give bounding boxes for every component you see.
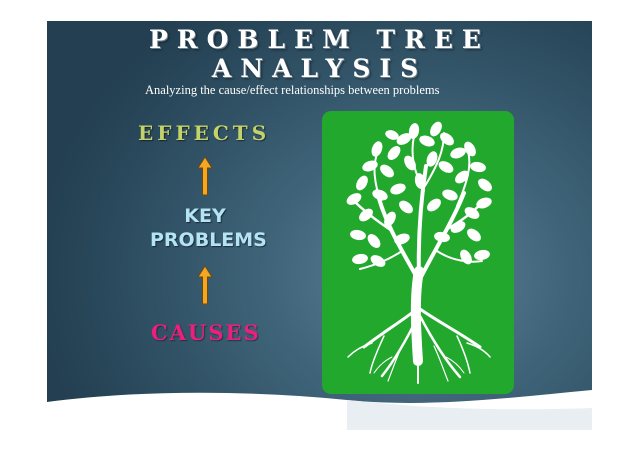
tree-image-panel (322, 111, 514, 394)
title-line-2: ANALYSIS (211, 54, 428, 83)
slide: PROBLEM TREE ANALYSIS Analyzing the caus… (47, 21, 592, 430)
slide-title: PROBLEM TREE ANALYSIS (47, 25, 592, 83)
causes-label: CAUSES (151, 320, 261, 345)
title-line-1: PROBLEM TREE (149, 25, 490, 54)
slide-subtitle: Analyzing the cause/effect relationships… (145, 83, 440, 97)
tree-with-roots-icon (346, 121, 492, 384)
key-problems-label: KEY PROBLEMS (150, 204, 267, 252)
up-arrow-icon (197, 156, 213, 196)
up-arrow-icon (197, 265, 213, 305)
snow-ground (47, 390, 592, 430)
key-problems-line-1: KEY (184, 205, 226, 227)
effects-label: EFFECTS (138, 121, 271, 145)
key-problems-line-2: PROBLEMS (150, 229, 267, 251)
